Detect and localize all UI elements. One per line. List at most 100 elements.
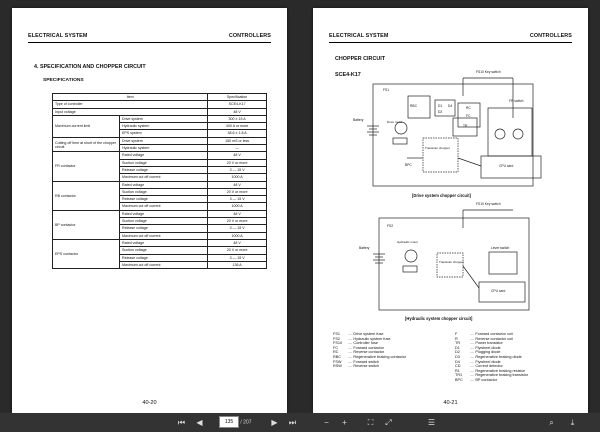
zoom-out-icon[interactable]: − (324, 418, 329, 427)
legend-code: D1 (455, 345, 460, 350)
row-item: Release voltage (118, 224, 209, 233)
last-page-icon[interactable]: ⏭ (288, 418, 297, 427)
row-spec: 3 — 15 V (207, 224, 267, 233)
legend-separator: .... (347, 336, 354, 341)
label-key-switch-2: FS10 Key switch (476, 202, 501, 206)
legend-separator: .... (469, 354, 476, 359)
cpu-card-box (480, 155, 542, 179)
rbc-box (407, 95, 431, 119)
battery-symbol (367, 125, 379, 136)
legend-separator: .... (347, 359, 354, 364)
label-drive-motor: Drive motor (387, 120, 403, 124)
legend-desc: BP contactor (475, 377, 498, 382)
zoom-in-icon[interactable]: + (342, 418, 347, 427)
r-coil (512, 128, 524, 140)
header-right: CONTROLLERS (228, 33, 271, 39)
download-icon[interactable]: ⤓ (570, 418, 575, 427)
label-bpc: BPC (405, 163, 412, 167)
legend-desc: Regenerative braking contactor (353, 354, 407, 359)
label-cpu-card: CPU card (499, 164, 514, 168)
row-spec: 1000 A (207, 173, 267, 182)
legend-separator: .... (347, 332, 354, 336)
page-number-input[interactable]: 135 (219, 416, 239, 428)
row-spec: 20 V or more (207, 246, 267, 255)
next-page-icon[interactable]: ▶ (271, 418, 278, 427)
page-header: ELECTRICAL SYSTEM CONTROLLERS (329, 31, 572, 43)
row-item: Maximum cut off current (118, 173, 209, 182)
legend-row: RBC .... Regenerative braking contactor (333, 355, 406, 360)
label-d4: D4 (448, 104, 453, 108)
transistor-chopper-box-2 (436, 252, 464, 278)
page-40-20: ELECTRICAL SYSTEM CONTROLLERS 4. SPECIFI… (12, 8, 287, 413)
drive-motor-symbol (394, 121, 408, 135)
page-40-21: ELECTRICAL SYSTEM CONTROLLERS CHOPPER CI… (313, 8, 588, 413)
label-fs2: FS2 (387, 224, 394, 228)
legend-desc: Regenerative braking resistor (475, 368, 525, 373)
legend-row: R .... Reverse contactor coil (455, 337, 528, 342)
row-spec: 400 A or more (207, 122, 267, 131)
first-page-icon[interactable]: ⏮ (177, 418, 186, 427)
legend-separator: .... (347, 341, 354, 346)
legend-desc: Hydraulic system fuse (353, 336, 391, 341)
label-fs1: FS1 (383, 88, 390, 92)
section-title: 4. SPECIFICATION AND CHOPPER CIRCUIT (34, 64, 146, 70)
legend-separator: .... (347, 345, 354, 350)
legend-row: RC .... Reverse contactor (333, 350, 406, 355)
row-item: Rated voltage (118, 209, 209, 219)
legend-row: TR1 .... Regenerative braking transistor (455, 373, 528, 378)
row-group: Input voltage (51, 107, 209, 116)
legend-desc: Forward switch (353, 359, 379, 364)
fullscreen-icon[interactable]: ⤢ (385, 418, 392, 427)
row-spec: 300 ± 15 A (207, 114, 267, 124)
sidebar-icon[interactable]: ☰ (427, 418, 436, 427)
row-spec: 150 mS or less (207, 136, 267, 146)
legend-code: FC (333, 345, 339, 350)
wire-b (457, 157, 482, 167)
legend-separator: .... (469, 350, 476, 355)
legend-separator: .... (469, 345, 476, 350)
row-group: Type of controller (51, 100, 209, 109)
row-item: Drive system (118, 114, 209, 124)
legend-row: R1 .... Regenerative braking resistor (455, 369, 528, 374)
legend-desc: Controller fuse (353, 341, 379, 346)
fit-page-icon[interactable]: ⛶ (367, 418, 374, 427)
header-right: CONTROLLERS (529, 33, 572, 39)
row-item: Rated voltage (118, 180, 209, 189)
header-left: ELECTRICAL SYSTEM (329, 33, 389, 39)
row-item: Drive system (118, 136, 209, 146)
search-icon[interactable]: ⌕ (549, 418, 554, 427)
table-header-row: Item Specification (51, 92, 267, 102)
row-spec: 3 — 15 V (207, 165, 267, 175)
legend-desc: Regenerative braking diode (475, 354, 522, 359)
drive-circuit-caption: [Drive system chopper circuit] (412, 193, 471, 198)
label-transistor-chopper: Transistor chopper (425, 146, 450, 150)
label-d1: D1 (438, 104, 443, 108)
legend-desc: Current detector (475, 364, 503, 369)
page-number: 40-20 (142, 400, 157, 406)
page-header: ELECTRICAL SYSTEM CONTROLLERS (28, 31, 271, 43)
row-group: BP contactor (52, 209, 120, 240)
legend-code: FS1 (333, 332, 340, 336)
previous-page-icon[interactable]: ◀ (196, 418, 203, 427)
row-group: EPS contactor (52, 238, 120, 270)
label-lever-switch: Lever switch (491, 246, 510, 250)
label-key-switch: FS10 Key switch (476, 70, 501, 74)
label-hydraulic-motor: Hydraulic motor (397, 240, 419, 244)
legend-row: TR .... Power transistor (455, 341, 528, 346)
row-item: Hydraulic system (118, 144, 209, 153)
row-item: Maximum cut off current (118, 202, 209, 211)
label-fc: FC (466, 114, 471, 118)
transistor-chopper-box (422, 137, 459, 173)
row-item: Release voltage (118, 195, 209, 204)
label-rbc: RBC (410, 104, 417, 108)
diode-block (434, 99, 456, 117)
total-pages: / 207 (240, 419, 252, 426)
legend-separator: .... (469, 373, 476, 378)
